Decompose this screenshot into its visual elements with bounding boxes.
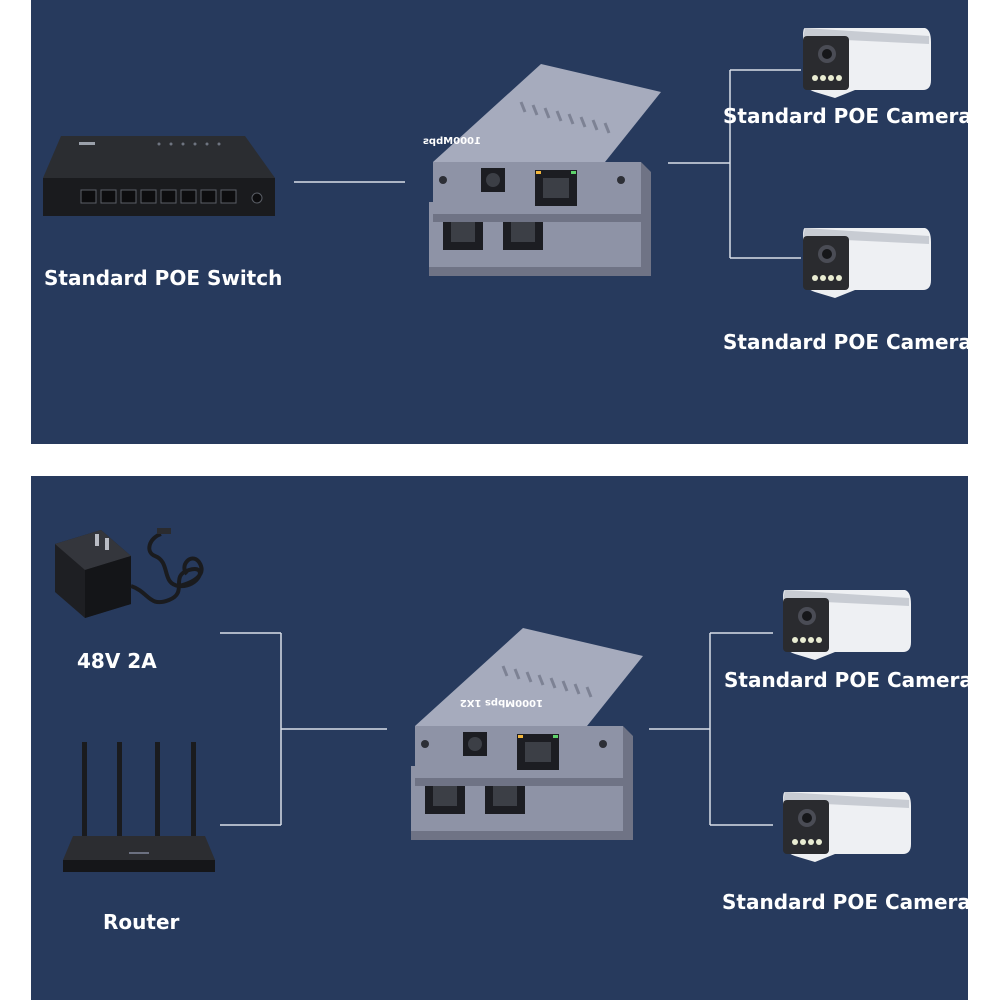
- power-adapter-label: 48V 2A: [77, 649, 157, 673]
- router-illustration: [63, 742, 215, 872]
- poe-camera-1-illustration: [803, 28, 931, 98]
- splitter-engraved-text: 1000Mbps 1X2: [421, 136, 481, 147]
- poe-splitter-illustration-bottom: 1000Mbps 1X2: [411, 628, 643, 840]
- bottom-camera-2-label: Standard POE Camera: [722, 890, 968, 914]
- bottom-camera-2-illustration: [783, 792, 911, 862]
- top-connection-lines: [294, 69, 801, 259]
- bottom-camera-1-illustration: [783, 590, 911, 660]
- top-diagram-panel: Standard POE Switch 1000Mbps 1X2: [31, 0, 968, 444]
- power-adapter-illustration: [55, 528, 204, 618]
- router-label: Router: [103, 910, 180, 934]
- splitter-engraved-text-bottom: 1000Mbps 1X2: [460, 697, 543, 708]
- poe-splitter-illustration: 1000Mbps 1X2: [421, 64, 661, 276]
- poe-switch-illustration: [43, 136, 275, 216]
- bottom-camera-1-label: Standard POE Camera: [724, 668, 968, 692]
- bottom-connection-lines: [220, 632, 773, 826]
- switch-label: Standard POE Switch: [44, 266, 283, 290]
- top-camera-1-label: Standard POE Camera: [723, 104, 968, 128]
- top-camera-2-label: Standard POE Camera: [723, 330, 968, 354]
- poe-camera-2-illustration: [803, 228, 931, 298]
- bottom-diagram-panel: 48V 2A Router 1000Mbps 1X2: [31, 476, 968, 1000]
